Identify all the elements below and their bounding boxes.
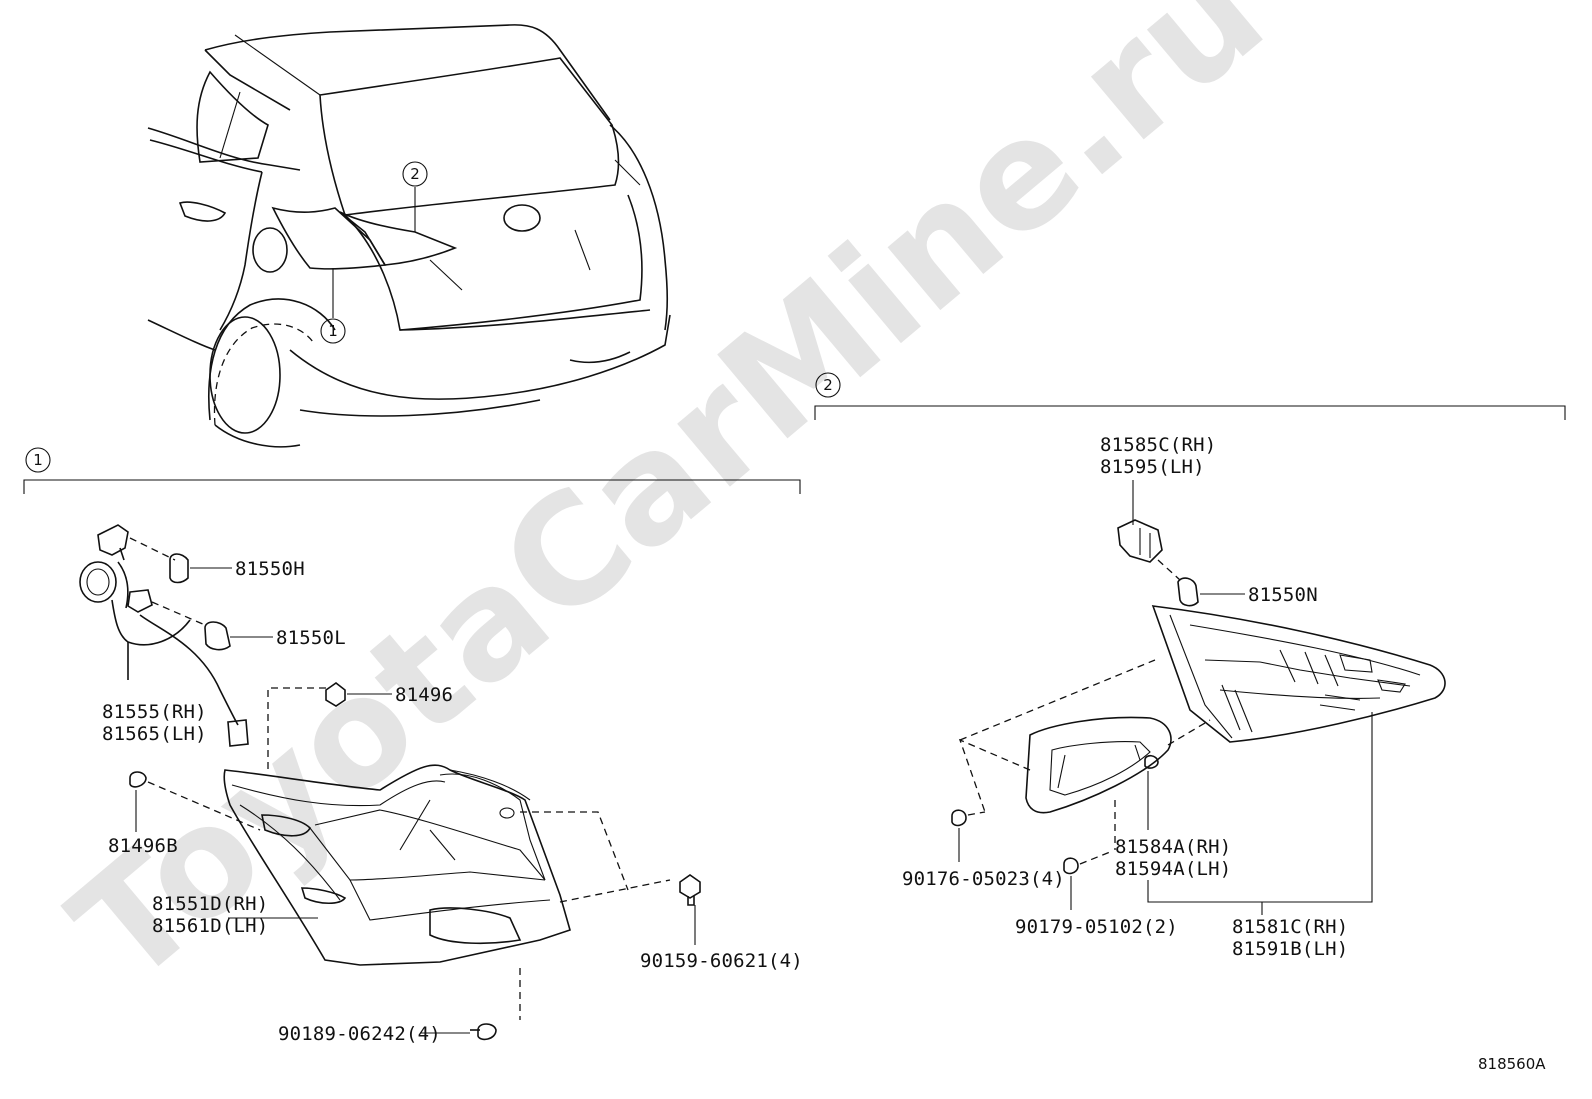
- bulb-81550n: [1177, 577, 1245, 607]
- label-81565-lh: 81565(LH): [102, 723, 207, 745]
- label-81550l: 81550L: [276, 627, 346, 649]
- label-90159: 90159-60621(4): [640, 950, 803, 972]
- rear-combination-lamp-outer: [223, 764, 671, 1020]
- group-1-outer-lamp: 1 81550H 81550L 81555(RH): [23, 447, 803, 1045]
- label-81585c-rh: 81585C(RH): [1100, 434, 1216, 456]
- label-90189: 90189-06242(4): [278, 1023, 441, 1045]
- nut-90189: [420, 1023, 497, 1041]
- clip-90176: [951, 809, 986, 862]
- label-81550h: 81550H: [235, 558, 305, 580]
- label-81595-lh: 81595(LH): [1100, 456, 1205, 478]
- bulb-81550l: [204, 621, 273, 651]
- callout-1-group: 1: [33, 451, 43, 469]
- gasket-81584a: [958, 659, 1211, 850]
- rear-lamp-inner: [1151, 605, 1446, 743]
- label-81496b: 81496B: [108, 835, 178, 857]
- callout-2-group: 2: [823, 376, 833, 394]
- bulb-81550h: [169, 553, 232, 584]
- label-81594a-lh: 81594A(LH): [1115, 858, 1231, 880]
- label-90179: 90179-05102(2): [1015, 916, 1178, 938]
- screw-90159: [679, 874, 701, 945]
- clip-90179: [1063, 851, 1111, 910]
- label-81584a-rh: 81584A(RH): [1115, 836, 1231, 858]
- cushion-81496: [267, 682, 392, 770]
- watermark: ToyotaCarMine.ru: [41, 0, 1295, 1018]
- callout-2-car: 2: [410, 165, 420, 183]
- cushion-81496b: [129, 771, 261, 832]
- group-2-inner-lamp: 2 81585C(RH) 81595(LH) 81550N: [814, 372, 1566, 960]
- label-81581c-rh: 81581C(RH): [1232, 916, 1348, 938]
- label-81591b-lh: 81591B(LH): [1232, 938, 1348, 960]
- label-81561d-lh: 81561D(LH): [152, 915, 268, 937]
- label-81496: 81496: [395, 684, 453, 706]
- car-rear-illustration: 1 2: [147, 24, 671, 448]
- label-81555-rh: 81555(RH): [102, 701, 207, 723]
- diagram-reference-code: 818560A: [1478, 1055, 1546, 1073]
- callout-1-car: 1: [328, 322, 338, 340]
- label-81550n: 81550N: [1248, 584, 1318, 606]
- label-90176: 90176-05023(4): [902, 868, 1065, 890]
- socket-81585c: [1117, 480, 1181, 581]
- socket-wire-harness: [79, 524, 249, 747]
- label-81551d-rh: 81551D(RH): [152, 893, 268, 915]
